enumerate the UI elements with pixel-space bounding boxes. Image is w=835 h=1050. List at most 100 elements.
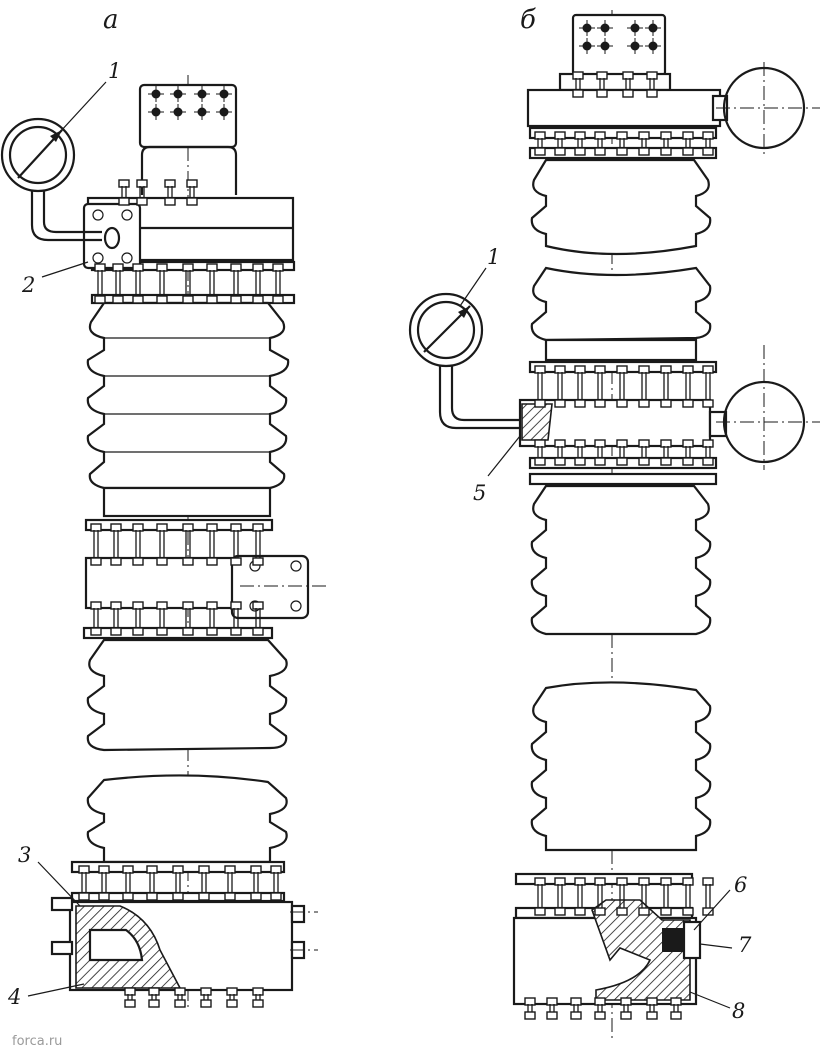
bolt-head bbox=[702, 131, 714, 140]
bolt-head bbox=[638, 439, 650, 448]
bolt-nut bbox=[534, 147, 546, 156]
callout-leaders bbox=[27, 81, 733, 1009]
bolt-nut bbox=[224, 892, 236, 901]
bolt-nut bbox=[230, 295, 242, 304]
terminal-plate-top-a bbox=[138, 83, 238, 195]
bolt-nut bbox=[554, 907, 566, 916]
bolt-head bbox=[596, 71, 608, 80]
bolt-head bbox=[252, 263, 264, 272]
bolt-head bbox=[250, 865, 262, 874]
bolt-head bbox=[198, 865, 210, 874]
bolt-nut bbox=[252, 295, 264, 304]
bolt-head bbox=[682, 365, 694, 374]
bolt-nut bbox=[682, 457, 694, 466]
bolt-head bbox=[110, 523, 122, 532]
bolt-nut bbox=[616, 907, 628, 916]
bolt-head bbox=[156, 601, 168, 610]
bolt-nut bbox=[638, 147, 650, 156]
bolt-nut bbox=[200, 999, 212, 1008]
top-flange-b bbox=[526, 62, 820, 160]
bolt-head bbox=[546, 997, 558, 1006]
bolt-nut bbox=[524, 1011, 536, 1020]
bolt-head bbox=[200, 987, 212, 996]
pressure-gauge-b bbox=[408, 292, 520, 430]
bolt-head bbox=[702, 877, 714, 886]
middle-flange-a bbox=[82, 518, 330, 640]
bolt-nut bbox=[554, 399, 566, 408]
bolt-head bbox=[534, 439, 546, 448]
bolt-head bbox=[132, 523, 144, 532]
bolt-nut bbox=[660, 457, 672, 466]
bolt-head bbox=[534, 877, 546, 886]
callout-b-8: 8 bbox=[732, 999, 745, 1023]
bolt-nut bbox=[554, 457, 566, 466]
bolt-nut bbox=[616, 399, 628, 408]
bolt-head bbox=[660, 365, 672, 374]
bolt-head bbox=[682, 877, 694, 886]
bolt-nut bbox=[702, 399, 714, 408]
bolt-nut bbox=[682, 907, 694, 916]
bolt-nut bbox=[124, 999, 136, 1008]
bolt-head bbox=[660, 439, 672, 448]
bolt-head bbox=[148, 987, 160, 996]
bolt-head bbox=[660, 131, 672, 140]
bolt-head bbox=[182, 523, 194, 532]
bolt-head bbox=[554, 877, 566, 886]
bolt-nut bbox=[574, 907, 586, 916]
bolt-head bbox=[206, 263, 218, 272]
bolt-nut bbox=[702, 457, 714, 466]
bolt-nut bbox=[148, 999, 160, 1008]
bolt-head bbox=[572, 71, 584, 80]
bolt-nut bbox=[660, 907, 672, 916]
bolt-head bbox=[570, 997, 582, 1006]
bolt-head bbox=[94, 263, 106, 272]
bolt-head bbox=[226, 987, 238, 996]
bolt-nut bbox=[90, 557, 102, 566]
bolt-head bbox=[594, 131, 606, 140]
bolt-head bbox=[124, 987, 136, 996]
bolt-nut bbox=[206, 557, 218, 566]
bolt-head bbox=[594, 365, 606, 374]
bolt-nut bbox=[638, 457, 650, 466]
bolt-head bbox=[638, 365, 650, 374]
bolt-head bbox=[186, 179, 198, 188]
bolt-head bbox=[224, 865, 236, 874]
bolt-head bbox=[620, 997, 632, 1006]
callout-b-7: 7 bbox=[738, 933, 752, 957]
bolt-nut bbox=[646, 1011, 658, 1020]
bolt-head bbox=[146, 865, 158, 874]
bolt-head bbox=[534, 365, 546, 374]
bolt-head bbox=[182, 601, 194, 610]
bolt-head bbox=[110, 601, 122, 610]
bolt-head bbox=[646, 997, 658, 1006]
bolt-nut bbox=[250, 892, 262, 901]
bolt-nut bbox=[682, 147, 694, 156]
bolt-nut bbox=[206, 295, 218, 304]
bolt-nut bbox=[534, 399, 546, 408]
bolt-head bbox=[78, 865, 90, 874]
bolt-nut bbox=[534, 907, 546, 916]
bolt-head bbox=[574, 877, 586, 886]
bolt-head bbox=[252, 987, 264, 996]
bolt-nut bbox=[186, 197, 198, 206]
lower-sheds-a-2 bbox=[86, 774, 288, 864]
callout-a-4: 4 bbox=[7, 985, 21, 1009]
bolt-head bbox=[118, 179, 130, 188]
bolt-nut bbox=[156, 557, 168, 566]
bolt-nut bbox=[110, 627, 122, 636]
watermark: forca.ru bbox=[12, 1034, 62, 1049]
bolt-nut bbox=[118, 197, 130, 206]
bolt-nut bbox=[182, 557, 194, 566]
bolt-head bbox=[230, 601, 242, 610]
bolt-head bbox=[594, 877, 606, 886]
lower-sheds-b-2 bbox=[530, 681, 712, 852]
bolt-nut bbox=[164, 197, 176, 206]
bolt-nut bbox=[570, 1011, 582, 1020]
bolt-nut bbox=[122, 892, 134, 901]
upper-sheds-b bbox=[530, 158, 712, 256]
callout-a-3: 3 bbox=[18, 843, 31, 867]
bolt-head bbox=[90, 523, 102, 532]
bolt-head bbox=[252, 601, 264, 610]
bolt-head bbox=[206, 523, 218, 532]
